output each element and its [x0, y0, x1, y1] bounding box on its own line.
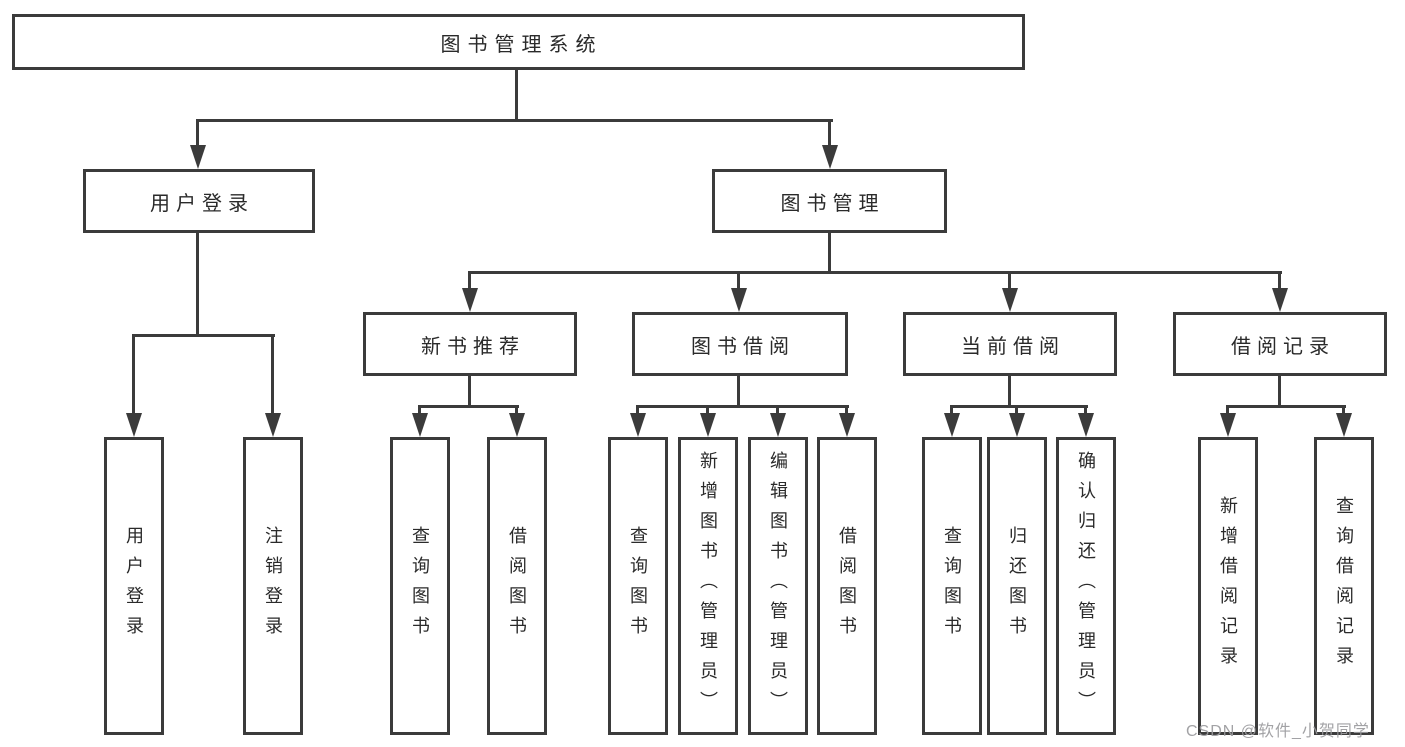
connector-mgmt-child1-shaft — [468, 273, 471, 289]
connector-root-to-login-shaft — [196, 120, 199, 146]
arrowhead-to-query-borrow-record — [1336, 413, 1352, 437]
connector-borrow-horizontal — [636, 405, 849, 408]
arrowhead-to-query-books-2 — [630, 413, 646, 437]
connector-mgmt-vertical — [828, 231, 831, 274]
arrowhead-to-edit-book — [770, 413, 786, 437]
leaf-borrow-books-2: 借阅图书 — [817, 437, 877, 735]
arrowhead-to-book-borrow — [731, 288, 747, 312]
connector-mgmt-horizontal — [468, 271, 1282, 274]
connector-login-child2-shaft — [271, 336, 274, 414]
leaf-logout: 注销登录 — [243, 437, 303, 735]
connector-record-child1-shaft — [1226, 406, 1229, 416]
arrowhead-to-add-borrow-record — [1220, 413, 1236, 437]
connector-current-child2-shaft — [1015, 406, 1018, 416]
arrowhead-to-user-login — [190, 145, 206, 169]
connector-record-vertical — [1278, 374, 1281, 407]
leaf-query-books-3: 查询图书 — [922, 437, 982, 735]
connector-root-vertical — [515, 68, 518, 121]
leaf-query-borrow-record: 查询借阅记录 — [1314, 437, 1374, 735]
connector-rec-child2-shaft — [515, 406, 518, 416]
arrowhead-to-return-book — [1009, 413, 1025, 437]
connector-rec-vertical — [468, 374, 471, 407]
connector-mgmt-child4-shaft — [1278, 273, 1281, 289]
connector-root-horizontal — [196, 119, 833, 122]
connector-current-vertical — [1008, 374, 1011, 407]
leaf-query-books-2: 查询图书 — [608, 437, 668, 735]
connector-borrow-child3-shaft — [776, 406, 779, 416]
leaf-add-book-admin: 新增图书（管理员） — [678, 437, 738, 735]
leaf-return-book: 归还图书 — [987, 437, 1047, 735]
connector-rec-horizontal — [418, 405, 519, 408]
connector-record-child2-shaft — [1342, 406, 1345, 416]
leaf-borrow-books-1: 借阅图书 — [487, 437, 547, 735]
connector-rec-child1-shaft — [418, 406, 421, 416]
leaf-add-borrow-record: 新增借阅记录 — [1198, 437, 1258, 735]
leaf-edit-book-admin: 编辑图书（管理员） — [748, 437, 808, 735]
connector-login-vertical — [196, 231, 199, 337]
node-user-login: 用户登录 — [83, 169, 315, 233]
connector-borrow-child1-shaft — [636, 406, 639, 416]
connector-current-child1-shaft — [950, 406, 953, 416]
node-book-borrow: 图书借阅 — [632, 312, 848, 376]
leaf-query-books-1: 查询图书 — [390, 437, 450, 735]
connector-record-horizontal — [1226, 405, 1346, 408]
node-current-borrow: 当前借阅 — [903, 312, 1117, 376]
arrowhead-to-query-books-3 — [944, 413, 960, 437]
node-root: 图书管理系统 — [12, 14, 1025, 70]
csdn-watermark: CSDN @软件_小贺同学 — [1186, 723, 1370, 740]
arrowhead-to-query-books-1 — [412, 413, 428, 437]
connector-mgmt-child2-shaft — [737, 273, 740, 289]
arrowhead-to-book-management — [822, 145, 838, 169]
connector-root-to-mgmt-shaft — [828, 120, 831, 146]
connector-current-child3-shaft — [1084, 406, 1087, 416]
node-book-management: 图书管理 — [712, 169, 947, 233]
arrowhead-to-new-book-recommend — [462, 288, 478, 312]
connector-current-horizontal — [950, 405, 1088, 408]
arrowhead-to-leaf-user-login — [126, 413, 142, 437]
leaf-user-login: 用户登录 — [104, 437, 164, 735]
arrowhead-to-borrow-books-1 — [509, 413, 525, 437]
connector-borrow-child2-shaft — [706, 406, 709, 416]
connector-login-child1-shaft — [132, 336, 135, 414]
connector-borrow-child4-shaft — [845, 406, 848, 416]
arrowhead-to-leaf-logout — [265, 413, 281, 437]
connector-login-horizontal — [132, 334, 275, 337]
connector-mgmt-child3-shaft — [1008, 273, 1011, 289]
arrowhead-to-current-borrow — [1002, 288, 1018, 312]
leaf-confirm-return-admin: 确认归还（管理员） — [1056, 437, 1116, 735]
connector-borrow-vertical — [737, 374, 740, 407]
node-new-book-recommend: 新书推荐 — [363, 312, 577, 376]
arrowhead-to-borrow-records — [1272, 288, 1288, 312]
arrowhead-to-confirm-return — [1078, 413, 1094, 437]
arrowhead-to-add-book — [700, 413, 716, 437]
arrowhead-to-borrow-books-2 — [839, 413, 855, 437]
node-borrow-records: 借阅记录 — [1173, 312, 1387, 376]
